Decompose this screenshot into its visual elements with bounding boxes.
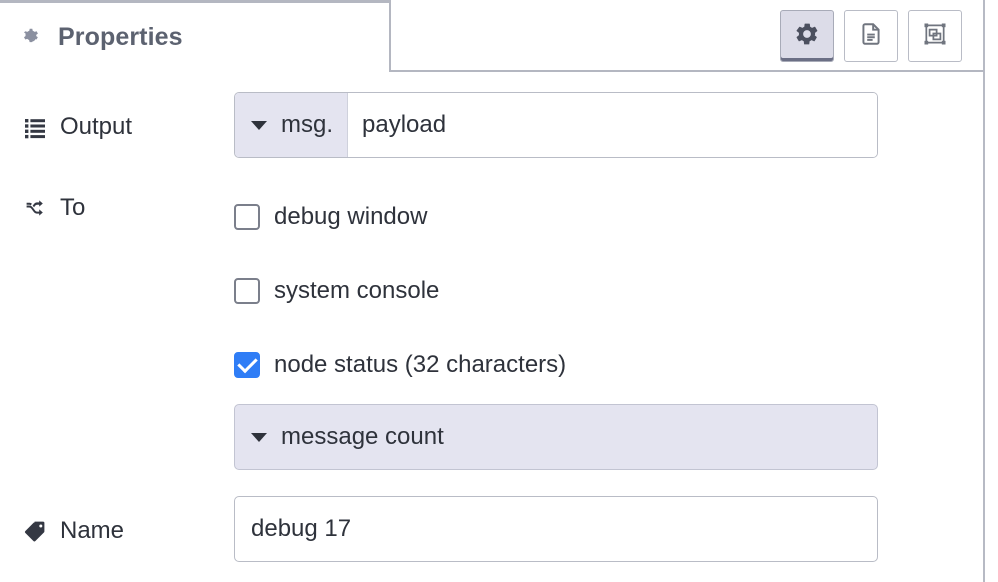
flow-canvas-strip	[985, 0, 998, 582]
output-type-select[interactable]: msg.	[235, 93, 349, 157]
appearance-icon	[922, 21, 948, 52]
output-property-value: payload	[362, 111, 447, 138]
output-label: Output	[60, 113, 133, 140]
name-input-value: debug 17	[251, 515, 352, 542]
status-type-value: message count	[281, 423, 444, 450]
to-label: To	[60, 194, 86, 221]
tab-properties-label: Properties	[58, 23, 183, 51]
gear-icon	[20, 26, 44, 50]
tag-icon	[22, 518, 48, 544]
checkbox-node-status[interactable]: node status (32 characters)	[234, 328, 566, 402]
to-option-list: debug window system console node status …	[234, 180, 566, 402]
row-name: Name debug 17	[0, 496, 984, 566]
output-type-label: msg.	[281, 111, 334, 138]
properties-tab-button[interactable]	[780, 10, 834, 62]
list-icon	[22, 114, 48, 140]
name-label: Name	[60, 517, 125, 544]
checkbox-debug-window[interactable]: debug window	[234, 180, 566, 254]
tab-bar: Properties	[0, 0, 984, 72]
appearance-tab-button[interactable]	[908, 10, 962, 62]
description-tab-button[interactable]	[844, 10, 898, 62]
checkbox-label: system console	[274, 277, 440, 304]
output-label-group: Output	[0, 92, 234, 162]
checkbox-label: node status (32 characters)	[274, 351, 567, 378]
header-tab-buttons	[780, 10, 962, 62]
chevron-down-icon	[251, 432, 267, 442]
gear-icon	[794, 21, 820, 52]
output-property-input[interactable]: payload	[348, 93, 877, 157]
chevron-down-icon	[251, 120, 267, 130]
document-icon	[858, 21, 884, 52]
to-label-group: To	[0, 180, 234, 236]
name-input[interactable]: debug 17	[234, 496, 878, 562]
checkbox-box[interactable]	[234, 278, 260, 304]
checkbox-label: debug window	[274, 203, 428, 230]
panel-right-edge	[983, 0, 985, 582]
name-label-group: Name	[0, 496, 234, 566]
properties-form: Output msg. payload	[0, 72, 984, 582]
checkbox-system-console[interactable]: system console	[234, 254, 566, 328]
checkbox-box[interactable]	[234, 204, 260, 230]
row-to: To debug window system console node stat…	[0, 180, 984, 440]
checkbox-box[interactable]	[234, 352, 260, 378]
output-typed-input[interactable]: msg. payload	[234, 92, 878, 158]
status-type-select[interactable]: message count	[234, 404, 878, 470]
tab-bar-baseline	[390, 70, 984, 72]
shuffle-icon	[22, 195, 48, 221]
tab-properties[interactable]: Properties	[0, 0, 391, 72]
row-output: Output msg. payload	[0, 92, 984, 162]
